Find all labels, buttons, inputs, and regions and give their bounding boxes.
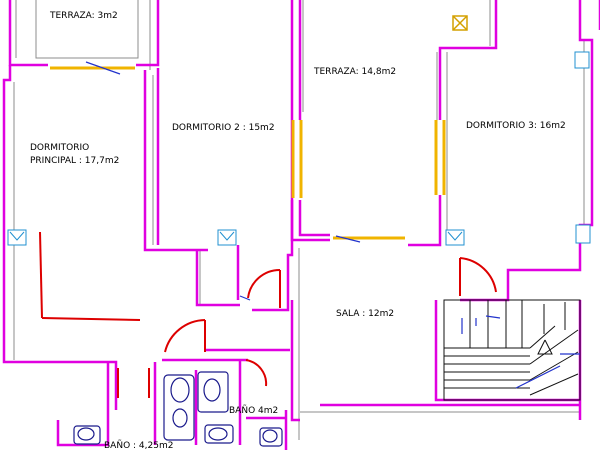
room-label-dormitorio-2: DORMITORIO 2 : 15m2 xyxy=(172,123,275,133)
marker-icon xyxy=(452,15,468,31)
inner-wall-lines xyxy=(13,0,585,440)
window-symbols xyxy=(7,51,591,246)
room-label-dormitorio-3: DORMITORIO 3: 16m2 xyxy=(466,121,566,131)
room-label-dormitorio-principal: DORMITORIO PRINCIPAL : 17,7m2 xyxy=(30,142,119,168)
room-label-terraza-small: TERRAZA: 3m2 xyxy=(50,11,118,21)
windows xyxy=(50,66,446,240)
room-label-bano-2: BAÑO : 4,25m2 xyxy=(104,441,174,451)
room-label-dormitorio-principal-line2: PRINCIPAL : 17,7m2 xyxy=(30,156,120,166)
room-label-dormitorio-principal-line1: DORMITORIO xyxy=(30,143,90,153)
stairs xyxy=(443,299,581,401)
doors xyxy=(39,231,497,398)
blue-marks xyxy=(85,61,580,389)
room-label-sala: SALA : 12m2 xyxy=(336,309,395,319)
room-label-terraza-large: TERRAZA: 14,8m2 xyxy=(314,67,397,77)
bathroom-fixtures xyxy=(73,371,283,447)
room-label-bano-1: BAÑO 4m2 xyxy=(229,406,279,416)
